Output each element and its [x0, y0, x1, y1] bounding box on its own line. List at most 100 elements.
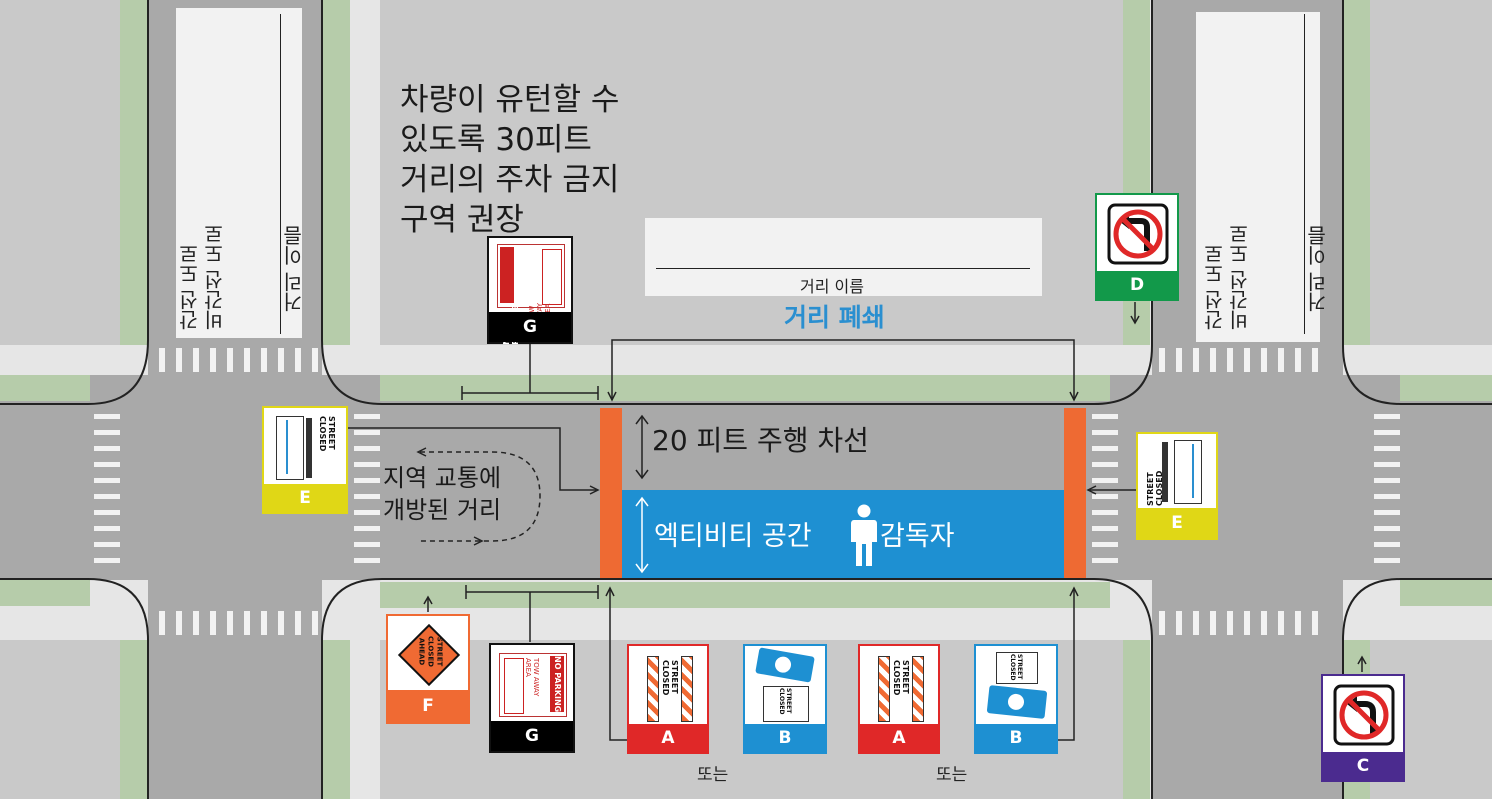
parking-note-line: 구역 권장	[400, 202, 524, 238]
barrier-right	[1064, 408, 1086, 578]
street-closed-ahead-text: STREET CLOSED AHEAD	[417, 634, 444, 670]
street-closed-text: STREET CLOSED	[778, 688, 792, 715]
crosswalks	[94, 348, 1400, 635]
crosswalk-stripe	[227, 611, 233, 635]
crosswalk-stripe	[354, 414, 380, 419]
crosswalk-stripe	[1374, 446, 1400, 451]
crosswalk-stripe	[210, 611, 216, 635]
parking-note-line: 있도록 30피트	[400, 122, 592, 158]
crosswalk-stripe	[1374, 478, 1400, 483]
local-traffic-line: 지역 교통에	[383, 464, 502, 492]
crosswalk-stripe	[193, 348, 199, 372]
crosswalk-stripe	[94, 446, 120, 451]
sign-letter-a: A	[860, 724, 938, 752]
crosswalk-stripe	[1374, 414, 1400, 419]
sign-letter-a: A	[629, 724, 707, 752]
crosswalk-stripe	[1092, 414, 1118, 419]
crosswalk-stripe	[94, 510, 120, 515]
crosswalk-stripe	[1092, 478, 1118, 483]
barricade-art: STREET CLOSED	[643, 656, 695, 722]
crosswalk-stripe	[94, 478, 120, 483]
sign-f: STREET CLOSED AHEAD F	[386, 614, 470, 724]
sign-letter-g: G	[491, 721, 573, 751]
sign-letter-e: E	[1138, 508, 1216, 538]
sign-d: D	[1095, 193, 1179, 301]
crosswalk-stripe	[1159, 348, 1165, 372]
sign-e-right: STREET CLOSED E	[1136, 432, 1218, 540]
sign-b-2: STREET CLOSED B	[974, 644, 1058, 754]
local-traffic-line: 개방된 거리	[383, 496, 502, 524]
parking-note-line: 차량이 유턴할 수	[400, 82, 620, 118]
sign-letter-c: C	[1323, 752, 1403, 780]
crosswalk-stripe	[278, 611, 284, 635]
parking-note-line: 거리의 주차 금지	[400, 162, 620, 198]
crosswalk-stripe	[176, 611, 182, 635]
street-closed-text: STREET CLOSED	[661, 660, 679, 696]
crosswalk-stripe	[193, 611, 199, 635]
no-left-turn-icon	[1333, 684, 1395, 746]
crosswalk-stripe	[1374, 558, 1400, 563]
sign-letter-g: G	[489, 312, 571, 342]
crosswalk-stripe	[1210, 348, 1216, 372]
sign-g-bottom: NO PARKING TOW AWAY AREA G	[489, 643, 575, 753]
street-closure-title: 거리 폐쇄	[784, 303, 885, 332]
street-name-panel-top	[645, 218, 1042, 296]
crosswalk-stripe	[354, 430, 380, 435]
crosswalk-stripe	[354, 478, 380, 483]
street-closed-ahead-diamond	[397, 623, 461, 687]
street-name-line-top	[656, 268, 1030, 269]
crosswalk-stripe	[176, 348, 182, 372]
barricade-art: STREET CLOSED	[996, 652, 1038, 684]
crosswalk-stripe	[1374, 462, 1400, 467]
crosswalk-stripe	[1227, 611, 1233, 635]
crosswalk-stripe	[94, 494, 120, 499]
street-word: STREET	[435, 636, 444, 667]
crosswalk-stripe	[244, 611, 250, 635]
crosswalk-stripe	[261, 611, 267, 635]
crosswalk-stripe	[1312, 611, 1318, 635]
sign-letter-b: B	[745, 724, 825, 752]
street-closed-text: STREET CLOSED	[318, 416, 336, 452]
or-label: 또는	[697, 765, 729, 785]
or-label: 또는	[936, 765, 968, 785]
barricade-art: STREET CLOSED	[763, 686, 809, 722]
crosswalk-stripe	[94, 414, 120, 419]
supervisor-label: 감독자	[880, 521, 955, 552]
crosswalk-stripe	[159, 611, 165, 635]
crosswalk-stripe	[1227, 348, 1233, 372]
activity-space	[622, 490, 1064, 578]
no-parking-sign-art: NO PARKING TOW AWAY AREA	[497, 244, 565, 345]
crosswalk-stripe	[1261, 348, 1267, 372]
street-closed-layout: STREET CLOSED	[1144, 438, 1210, 506]
barrier-left	[600, 408, 622, 578]
closed-word: CLOSED	[426, 636, 435, 667]
crosswalk-stripe	[1210, 611, 1216, 635]
crosswalk-stripe	[1295, 348, 1301, 372]
travel-lane-label: 20 피트 주행 차선	[652, 424, 869, 457]
sign-c: C	[1321, 674, 1405, 782]
street-closed-text: STREET CLOSED	[892, 660, 910, 696]
crosswalk-stripe	[1374, 526, 1400, 531]
crosswalk-stripe	[295, 348, 301, 372]
street-closed-text: STREET CLOSED	[1009, 654, 1023, 681]
crosswalk-stripe	[1092, 510, 1118, 515]
sign-g-top: NO PARKING TOW AWAY AREA G	[487, 236, 573, 345]
tow-away-text: TOW AWAY AREA	[524, 658, 540, 697]
ahead-word: AHEAD	[417, 637, 426, 666]
no-parking-sign-art: NO PARKING TOW AWAY AREA	[499, 653, 567, 717]
sign-b-1: STREET CLOSED B	[743, 644, 827, 754]
crosswalk-stripe	[1374, 494, 1400, 499]
crosswalk-stripe	[1244, 611, 1250, 635]
no-parking-text: NO PARKING	[553, 656, 562, 713]
crosswalk-stripe	[1092, 526, 1118, 531]
person-icon	[851, 504, 877, 566]
crosswalk-stripe	[1244, 348, 1250, 372]
crosswalk-stripe	[312, 348, 318, 372]
street-name-line-right	[1304, 14, 1305, 334]
crosswalk-stripe	[354, 446, 380, 451]
sign-a-2: STREET CLOSED A	[858, 644, 940, 754]
local-traffic-label: 지역 교통에 개방된 거리	[383, 462, 501, 526]
crosswalk-stripe	[244, 348, 250, 372]
crosswalk-stripe	[312, 611, 318, 635]
